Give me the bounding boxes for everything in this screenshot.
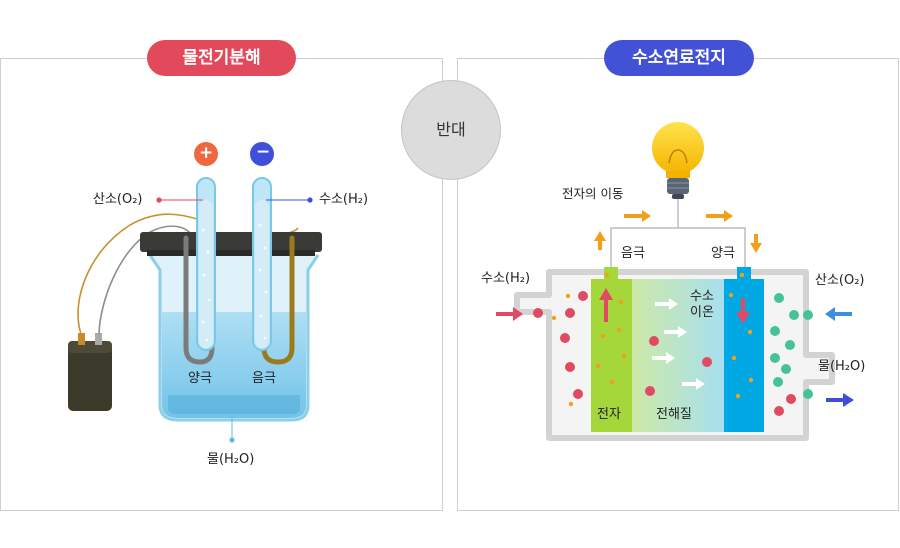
electron-flow-arrows xyxy=(594,210,762,324)
electrolyte-area xyxy=(632,279,724,432)
fuel-cell-title: 수소연료전지 xyxy=(604,40,754,76)
external-circuit xyxy=(610,198,746,267)
ion-label-line2: 이온 xyxy=(690,305,714,320)
test-tubes xyxy=(196,177,272,351)
ion-label-line1: 수소 xyxy=(690,289,714,304)
opposite-badge: 반대 xyxy=(401,80,501,180)
ion-flow-arrows xyxy=(652,298,705,390)
battery xyxy=(68,333,112,411)
electrodes xyxy=(183,235,295,365)
anode-label: 양극 xyxy=(188,371,212,386)
electron-flow-label: 전자의 이동 xyxy=(562,186,624,201)
hydrogen-in-label: 수소(H₂) xyxy=(481,271,531,286)
electrolysis-title: 물전기분해 xyxy=(147,40,296,76)
electron-label: 전자 xyxy=(597,407,621,422)
fuel-cathode-label: 음극 xyxy=(621,246,645,261)
beaker xyxy=(140,232,322,422)
fuel-anode-label: 양극 xyxy=(711,246,735,261)
minus-symbol: − xyxy=(256,142,271,162)
oxygen-molecules xyxy=(770,293,813,399)
water-label: 물(H₂O) xyxy=(207,452,255,467)
inlet-arrows xyxy=(496,307,854,407)
electrons xyxy=(551,272,754,407)
cathode-label: 음극 xyxy=(252,371,276,386)
plus-symbol: + xyxy=(199,143,214,163)
hydrogen-label: 수소(H₂) xyxy=(319,192,369,207)
water-out-label: 물(H₂O) xyxy=(818,359,866,374)
fuel-cell-body xyxy=(514,267,835,441)
plus-terminal-icon xyxy=(194,142,218,166)
gas-bubbles xyxy=(201,223,268,342)
minus-terminal-icon xyxy=(250,142,274,166)
hydrogen-molecules xyxy=(533,291,796,416)
callout-lines xyxy=(156,197,313,443)
oxygen-in-label: 산소(O₂) xyxy=(815,273,865,288)
light-bulb-icon xyxy=(652,122,704,199)
electrolyte-label: 전해질 xyxy=(656,407,692,422)
oxygen-label: 산소(O₂) xyxy=(93,192,143,207)
